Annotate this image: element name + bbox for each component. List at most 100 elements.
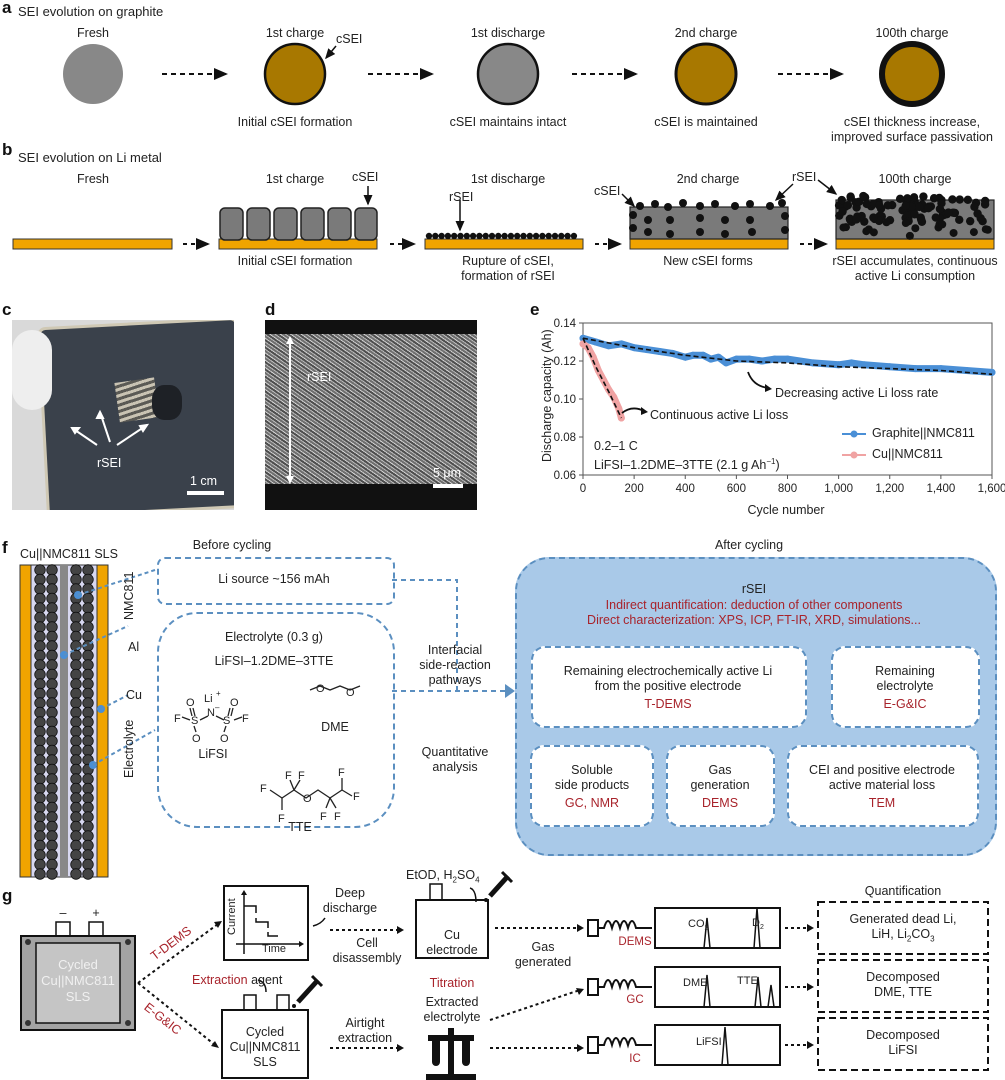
data-point — [911, 365, 919, 373]
svg-text:F: F — [278, 813, 285, 825]
layer-label-nmc811: NMC811 — [122, 571, 136, 620]
rsei-annotation-b3: rSEI — [792, 170, 817, 184]
stage-a-1st-discharge: 1st discharge — [470, 26, 546, 40]
x-tick-label: 600 — [727, 483, 746, 495]
svg-text:F: F — [242, 713, 249, 725]
extraction-black: agent — [247, 973, 283, 987]
data-point — [860, 361, 868, 369]
box-gas-l2: generation — [690, 778, 750, 792]
csei-annotation-b1: cSEI — [352, 170, 379, 184]
molecule-dme: DME — [321, 720, 349, 734]
box-cei-l1: CEI and positive electrode — [809, 763, 955, 777]
data-point — [758, 357, 766, 365]
dropper-icon-1 — [292, 974, 324, 1008]
data-point — [605, 386, 613, 393]
cell-disassembly-l1: Cell — [356, 936, 378, 950]
y-tick-label: 0.08 — [554, 432, 576, 444]
layer-label-al: Al — [128, 640, 140, 654]
box-cei-method: TEM — [868, 796, 896, 810]
graphite-particle-2nd-charge — [674, 42, 738, 106]
data-point — [681, 353, 689, 361]
svg-text:F: F — [320, 811, 327, 823]
layer-label-cu: Cu — [126, 688, 142, 702]
svg-text:O: O — [192, 733, 201, 745]
reagents: EtOD, H2SO4 — [406, 868, 480, 885]
sls-cell-diagram — [19, 564, 156, 880]
peak-co2-text: CO — [688, 918, 705, 930]
quant-analysis-l2: analysis — [432, 760, 478, 774]
gas-generated-l1: Gas — [531, 940, 555, 954]
caption-b-1st-charge: Initial cSEI formation — [237, 254, 353, 268]
box-remaining-li — [531, 646, 807, 728]
terminal-positive: + — [92, 906, 100, 920]
panel-e-label: e — [530, 300, 540, 319]
x-tick-label: 1,600 — [978, 483, 1005, 495]
dropper-icon-2 — [484, 870, 514, 902]
titration-label: Titration — [429, 976, 475, 990]
quant-box1-l2: LiH, Li2CO3 — [871, 927, 935, 944]
svg-text:F: F — [298, 770, 305, 782]
stage-b-2nd-charge: 2nd charge — [676, 172, 740, 186]
x-tick-label: 1,400 — [926, 483, 955, 495]
molecule-lifsi: LiFSI — [198, 747, 228, 761]
rsei-direct: Direct characterization: XPS, ICP, FT-IR… — [587, 613, 921, 627]
reagents-text: EtOD, H — [406, 868, 453, 882]
svg-text:O: O — [316, 683, 325, 695]
instrument-gc: GC — [626, 994, 644, 1006]
graphite-particle-100th-charge — [879, 41, 945, 107]
x-tick-label: 1,000 — [824, 483, 853, 495]
extracted-l2: electrolyte — [423, 1010, 481, 1024]
caption-b-1st-discharge-l2: formation of rSEI — [461, 269, 555, 283]
svg-text:S: S — [223, 715, 230, 727]
cycled-cell-l1: Cycled — [58, 957, 98, 972]
svg-text:F: F — [334, 811, 341, 823]
molecule-tte: TTE — [288, 820, 312, 834]
svg-text:S: S — [191, 715, 198, 727]
annotation-arrow — [621, 407, 645, 414]
terminal-negative: – — [59, 906, 67, 920]
annotation-decreasing: Decreasing active Li loss rate — [775, 386, 939, 400]
after-cycling-label: After cycling — [714, 538, 784, 552]
sls-title: Cu||NMC811 SLS — [20, 547, 118, 561]
caption-b-100th-l2: active Li consumption — [854, 269, 976, 283]
legend-cu: Cu||NMC811 — [872, 447, 943, 461]
quant-box2-l1: Decomposed — [866, 970, 940, 984]
chart-conditions-1: 0.2–1 C — [594, 439, 638, 453]
box-remaining-li-method: T-DEMS — [644, 697, 692, 711]
csei-annotation-b3: cSEI — [594, 184, 621, 198]
quant-analysis-l1: Quantitative — [421, 745, 489, 759]
svg-text:F: F — [174, 713, 181, 725]
before-cycling-label: Before cycling — [192, 538, 272, 552]
data-point — [771, 355, 779, 363]
quant-box3-l2: LiFSI — [888, 1043, 918, 1057]
panel-f-label: f — [2, 538, 8, 557]
cu-electrode-l1: Cu — [444, 928, 460, 942]
svg-text:O: O — [230, 697, 239, 709]
caption-a-100th-line1: cSEI thickness increase, — [843, 115, 981, 129]
box-cei-loss — [787, 745, 979, 827]
quantification-title: Quantification — [864, 884, 942, 898]
x-tick-label: 0 — [580, 483, 586, 495]
data-point — [615, 405, 623, 412]
graphite-particle-1st-charge — [263, 42, 327, 106]
svg-text:Li: Li — [204, 693, 213, 705]
cycled-cell-l3: SLS — [65, 989, 91, 1004]
data-point — [784, 355, 791, 363]
stage-a-1st-charge: 1st charge — [265, 26, 325, 40]
plot-x-time: Time — [262, 943, 287, 955]
box-remaining-electrolyte-l1: Remaining — [875, 664, 935, 678]
cu-electrode-l2: electrode — [426, 943, 478, 957]
quant-box1-text: LiH, Li — [871, 927, 907, 941]
caption-b-100th-l1: rSEI accumulates, continuous — [832, 254, 998, 268]
rsei-indirect: Indirect quantification: deduction of ot… — [605, 598, 903, 612]
stage-b-100th-charge: 100th charge — [878, 172, 952, 186]
pathways-l1: Interfacial — [427, 643, 483, 657]
panel-b-title: SEI evolution on Li metal — [18, 150, 162, 165]
rsei-annotation-b2: rSEI — [449, 190, 474, 204]
chart-conditions-2: LiFSI–1.2DME–3TTE (2.1 g Ah−1) — [594, 457, 780, 472]
panel-a-title: SEI evolution on graphite — [18, 4, 164, 19]
svg-text:F: F — [353, 791, 360, 803]
extracted-l1: Extracted — [425, 995, 479, 1009]
pathways-l2: side-reaction — [419, 658, 491, 672]
